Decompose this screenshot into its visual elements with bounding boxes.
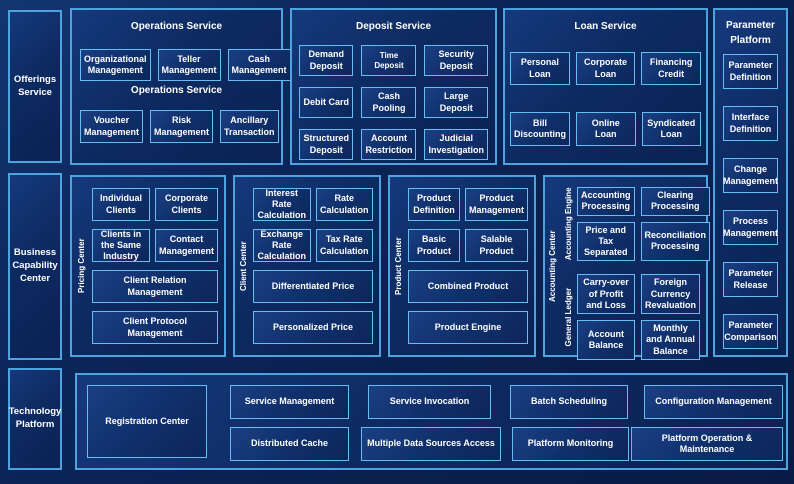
box-cash-pooling: Cash Pooling — [361, 87, 417, 118]
box-security-deposit: Security Deposit — [424, 45, 488, 76]
general-ledger-label: General Ledger — [564, 287, 573, 347]
box-teller-management: Teller Management — [157, 49, 221, 81]
deposit-grid: Demand Deposit Time Deposit Security Dep… — [292, 45, 495, 160]
box-carry-over-profit-loss: Carry-over of Profit and Loss — [577, 274, 635, 314]
box-voucher-management: Voucher Management — [80, 110, 144, 143]
box-ancillary-transaction: Ancillary Transaction — [220, 110, 279, 143]
box-service-management: Service Management — [230, 385, 349, 419]
box-product-engine: Product Engine — [408, 311, 528, 344]
loan-row-1: Personal Loan Corporate Loan Financing C… — [505, 52, 706, 85]
box-personal-loan: Personal Loan — [510, 52, 570, 85]
box-monthly-annual-balance: Monthly and Annual Balance — [640, 320, 700, 360]
box-large-deposit: Large Deposit — [424, 87, 488, 118]
accounting-center-panel: Accounting Center Accounting Engine Acco… — [543, 175, 711, 360]
box-client-protocol-management: Client Protocol Management — [92, 311, 218, 344]
operations-service-panel: Operations Service Organizational Manage… — [70, 8, 291, 165]
box-syndicated-loan: Syndicated Loan — [641, 112, 702, 146]
operations-row-1: Organizational Management Teller Managem… — [72, 49, 291, 81]
general-ledger-group: General Ledger Carry-over of Profit and … — [561, 274, 700, 360]
box-price-and-tax-separated: Price and Tax Separated — [577, 221, 635, 262]
parameter-platform-stack: Parameter Definition Interface Definitio… — [715, 54, 786, 349]
pricing-center-panel: Pricing Center Individual Clients Corpor… — [70, 175, 226, 357]
box-judicial-investigation: Judicial Investigation — [424, 129, 488, 160]
operations-service-title: Operations Service — [130, 21, 223, 32]
box-product-management: Product Management — [465, 188, 528, 221]
box-service-invocation: Service Invocation — [368, 385, 491, 419]
box-interest-rate-calculation: Interest Rate Calculation — [253, 188, 311, 221]
box-interface-definition: Interface Definition — [723, 106, 778, 141]
deposit-service-panel: Deposit Service Demand Deposit Time Depo… — [290, 8, 497, 165]
box-parameter-definition: Parameter Definition — [723, 54, 778, 89]
box-demand-deposit: Demand Deposit — [299, 45, 354, 76]
operations-service-mid-label: Operations Service — [130, 85, 223, 96]
box-client-relation-management: Client Relation Management — [92, 270, 218, 303]
box-online-loan: Online Loan — [575, 112, 636, 146]
box-structured-deposit: Structured Deposit — [299, 129, 354, 160]
box-individual-clients: Individual Clients — [92, 188, 150, 221]
box-tax-rate-calculation: Tax Rate Calculation — [315, 229, 373, 262]
accounting-engine-label: Accounting Engine — [564, 187, 573, 261]
loan-service-title: Loan Service — [574, 21, 637, 32]
loan-service-panel: Loan Service Personal Loan Corporate Loa… — [503, 8, 708, 165]
parameter-platform-title: Parameter Platform — [726, 20, 775, 46]
box-multiple-data-sources-access: Multiple Data Sources Access — [361, 427, 501, 461]
offerings-service-rail: Offerings Service — [8, 10, 62, 163]
box-configuration-management: Configuration Management — [644, 385, 783, 419]
box-personalized-price: Personalized Price — [253, 311, 373, 344]
business-capability-center-rail: Business Capability Center — [8, 173, 62, 360]
box-salable-product: Salable Product — [465, 229, 528, 262]
product-center-panel: Product Center Product Definition Produc… — [388, 175, 536, 357]
pricing-grid: Individual Clients Corporate Clients Cli… — [92, 188, 218, 262]
box-corporate-clients: Corporate Clients — [154, 188, 218, 221]
box-exchange-rate-calculation: Exchange Rate Calculation — [253, 229, 311, 262]
box-clearing-processing: Clearing Processing — [640, 187, 711, 216]
box-parameter-comparison: Parameter Comparison — [723, 314, 778, 349]
parameter-platform-panel: Parameter Platform Parameter Definition … — [713, 8, 788, 357]
box-product-definition: Product Definition — [408, 188, 460, 221]
loan-row-2: Bill Discounting Online Loan Syndicated … — [505, 112, 706, 146]
box-rate-calculation: Rate Calculation — [315, 188, 373, 221]
box-accounting-processing: Accounting Processing — [577, 187, 635, 216]
deposit-service-title: Deposit Service — [355, 21, 432, 32]
box-differentiated-price: Differentiated Price — [253, 270, 373, 303]
box-basic-product: Basic Product — [408, 229, 460, 262]
box-financing-credit: Financing Credit — [641, 52, 702, 85]
pricing-center-label: Pricing Center — [77, 238, 86, 294]
box-time-deposit: Time Deposit — [361, 45, 417, 76]
technology-platform-panel: Registration Center Service Management S… — [75, 373, 788, 470]
box-clients-same-industry: Clients in the Same Industry — [92, 229, 150, 262]
box-account-balance: Account Balance — [577, 320, 635, 360]
accounting-engine-group: Accounting Engine Accounting Processing … — [561, 187, 711, 262]
client-center-label: Client Center — [239, 241, 248, 291]
box-combined-product: Combined Product — [408, 270, 528, 303]
client-center-panel: Client Center Interest Rate Calculation … — [233, 175, 381, 357]
product-center-label: Product Center — [394, 237, 403, 295]
box-account-restriction: Account Restriction — [361, 129, 417, 160]
accounting-center-label: Accounting Center — [548, 230, 557, 302]
box-foreign-currency-revaluation: Foreign Currency Revaluation — [640, 274, 700, 314]
box-batch-scheduling: Batch Scheduling — [510, 385, 628, 419]
operations-row-2: Voucher Management Risk Management Ancil… — [72, 110, 281, 143]
box-bill-discounting: Bill Discounting — [510, 112, 570, 146]
box-reconciliation-processing: Reconciliation Processing — [640, 221, 711, 262]
client-grid: Interest Rate Calculation Rate Calculati… — [253, 188, 373, 262]
box-process-management: Process Management — [723, 210, 778, 245]
box-platform-operation-maintenance: Platform Operation & Maintenance — [631, 427, 783, 461]
box-risk-management: Risk Management — [150, 110, 214, 143]
box-corporate-loan: Corporate Loan — [575, 52, 636, 85]
box-contact-management: Contact Management — [154, 229, 218, 262]
box-cash-management: Cash Management — [227, 49, 291, 81]
box-change-management: Change Management — [723, 158, 778, 193]
box-platform-monitoring: Platform Monitoring — [512, 427, 629, 461]
box-registration-center: Registration Center — [87, 385, 207, 458]
box-debit-card: Debit Card — [299, 87, 354, 118]
product-grid: Product Definition Product Management Ba… — [408, 188, 528, 262]
box-parameter-release: Parameter Release — [723, 262, 778, 297]
box-organizational-management: Organizational Management — [80, 49, 151, 81]
box-distributed-cache: Distributed Cache — [230, 427, 349, 461]
technology-platform-rail: Technology Platform — [8, 368, 62, 470]
